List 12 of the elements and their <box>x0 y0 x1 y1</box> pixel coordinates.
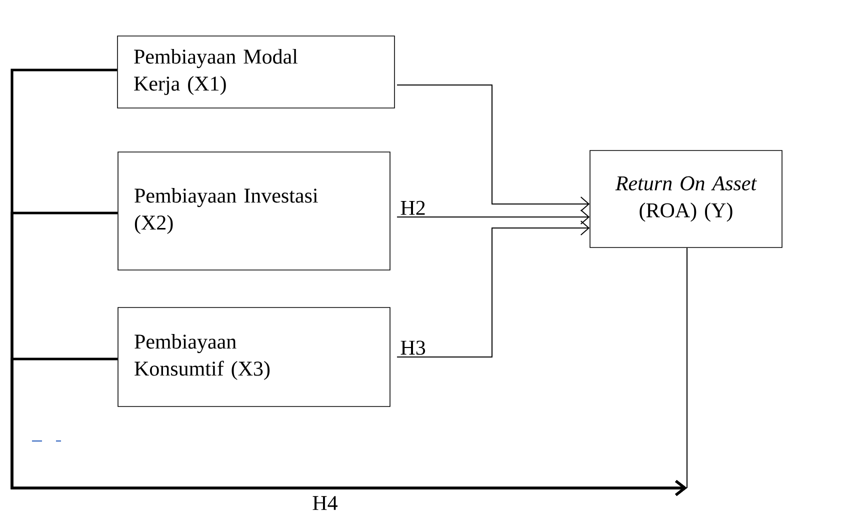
edge-label: H4 <box>312 496 338 510</box>
variable-box: Pembiayaan Modal Kerja (X1) <box>117 36 395 108</box>
variable-box: Pembiayaan Konsumtif (X3) <box>118 307 390 407</box>
arrow <box>10 358 687 496</box>
connector-line <box>686 247 688 488</box>
variable-box: Return On Asset (ROA) (Y) <box>590 150 782 248</box>
edge-label: H2 <box>400 200 425 215</box>
edge-label: H3 <box>400 340 426 355</box>
arrow <box>396 220 590 358</box>
arrow <box>396 210 590 224</box>
arrow <box>396 84 590 212</box>
variable-box: Pembiayaan Investasi (X2) <box>118 152 390 270</box>
